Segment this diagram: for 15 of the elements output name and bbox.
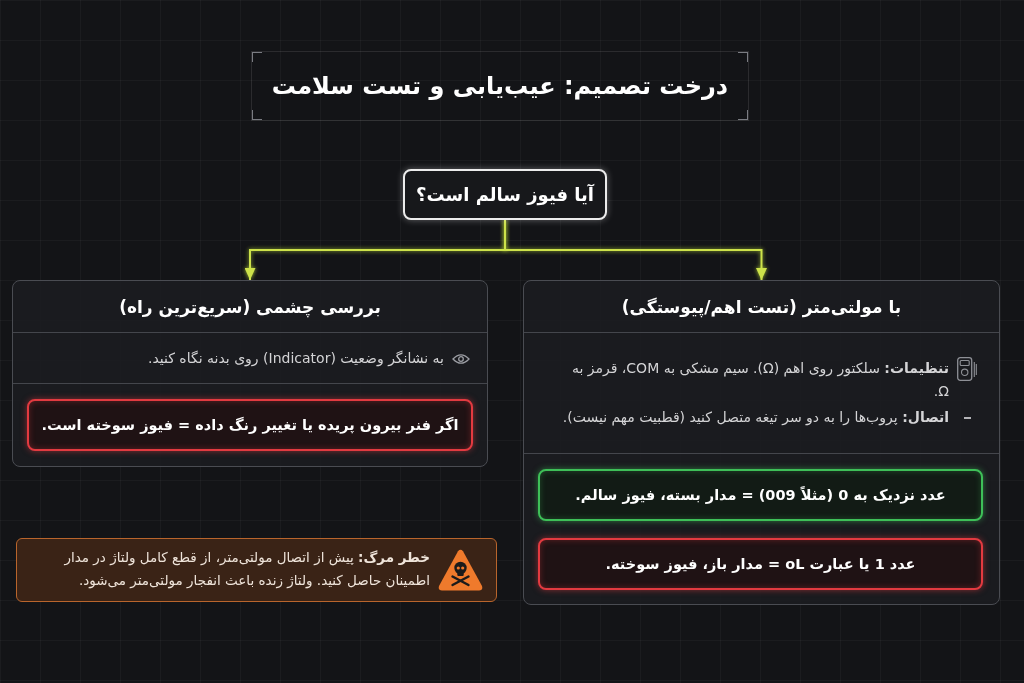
result-box: اگر فنر بیرون پریده یا تغییر رنگ داده = فیوز سوخته است. — [27, 399, 473, 451]
title: درخت تصمیم: عیب‌یابی و تست سلامت — [251, 51, 749, 121]
panel — [12, 280, 488, 467]
warning-text: خطر مرگ: پیش از اتصال مولتی‌متر، از قطع کامل ولتاژ در مدار اطمینان حاصل کنید. ولتاژ زنده باعث انفجار مولتی‌متر می‌شود. — [63, 548, 430, 591]
instruction-text: به نشانگر وضعیت (Indicator) روی بدنه نگاه کنید. — [148, 348, 444, 369]
question-box: آیا فیوز سالم است؟ — [403, 169, 607, 220]
result-box: عدد 1 یا عبارت oL = مدار باز، فیوز سوخته. — [538, 538, 983, 590]
instruction-text: اتصال: پروب‌ها را به دو سر تیغه متصل کنید (قطبیت مهم نیست). — [562, 408, 949, 428]
warning-box — [16, 538, 497, 602]
arrow — [504, 219, 767, 281]
result-box: عدد نزدیک به 0 (مثلاً 009) = مدار بسته، فیوز سالم. — [538, 469, 983, 521]
panel — [523, 280, 1000, 605]
panel-heading: با مولتی‌متر (تست اهم/پیوستگی) — [621, 296, 902, 317]
panel-heading: بررسی چشمی (سریع‌ترین راه) — [119, 296, 381, 317]
instruction-text: تنظیمات: سلکتور روی اهم (Ω). سیم مشکی به COM، قرمز به Ω. — [570, 359, 949, 401]
